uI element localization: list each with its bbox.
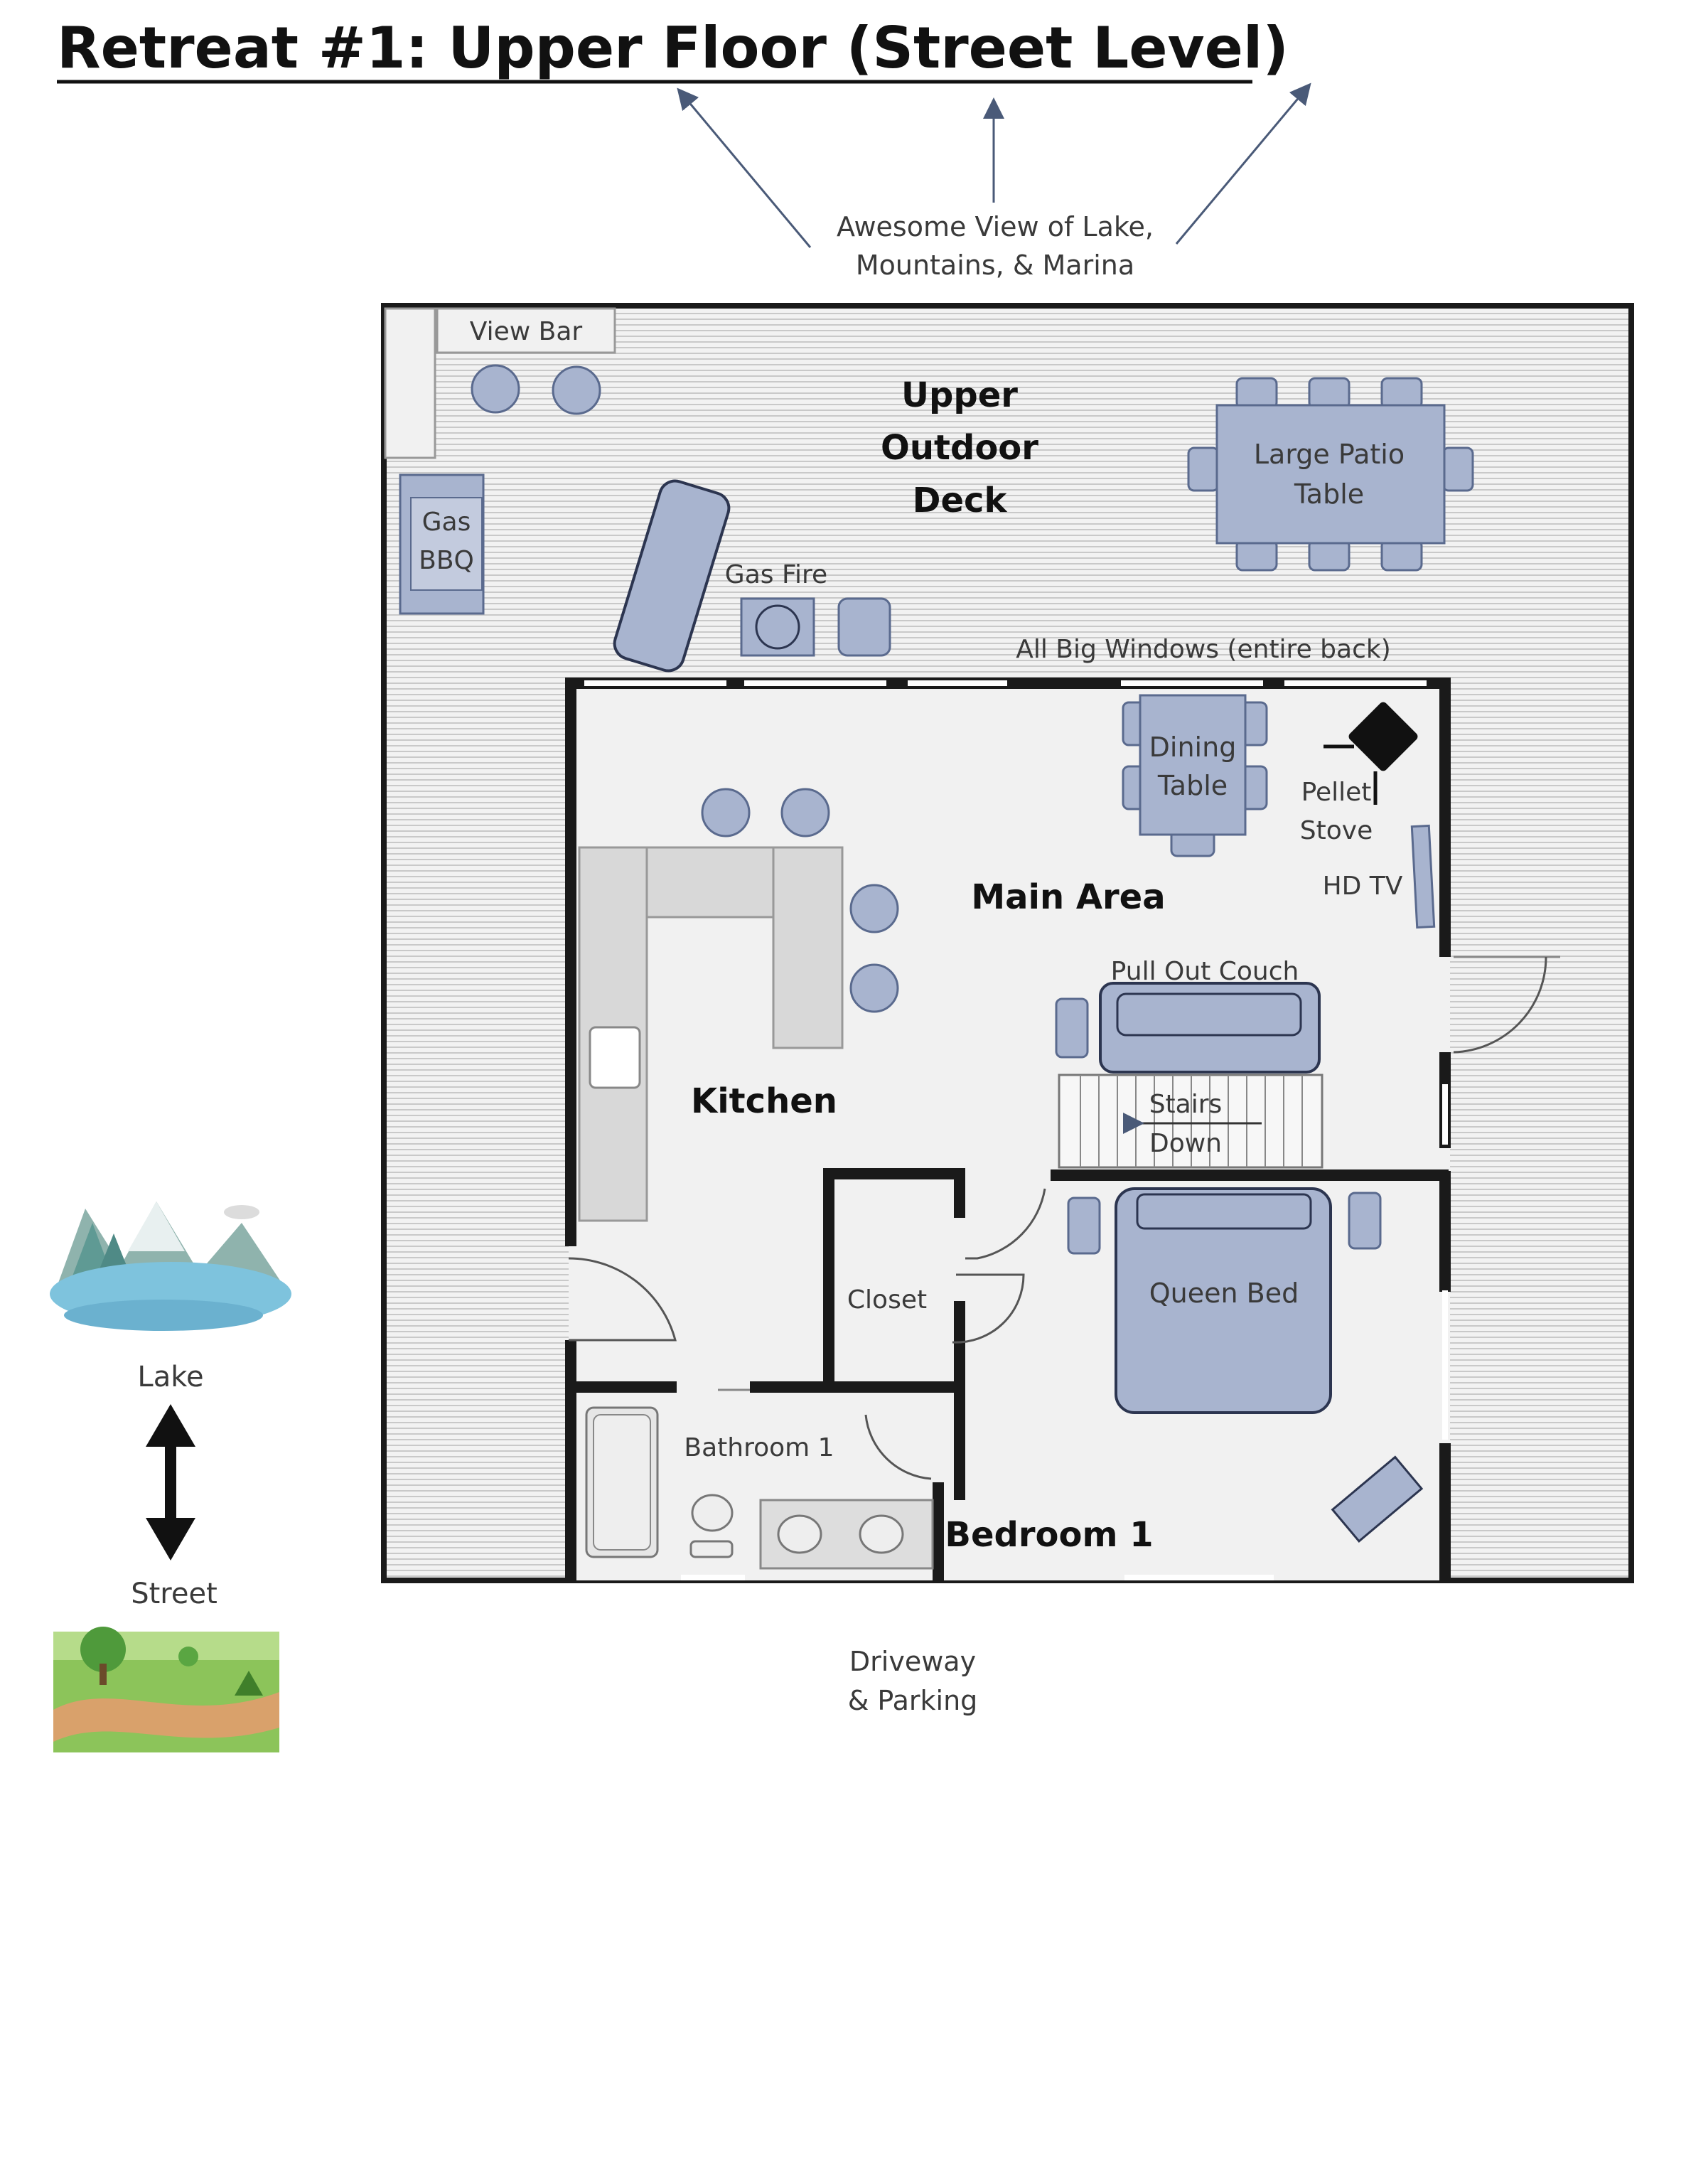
gas-bbq-grill: [410, 497, 483, 591]
patio-table-label-2: Table: [1294, 478, 1364, 510]
front-door-swing[interactable]: [568, 1257, 677, 1342]
patio-chair: [1308, 377, 1351, 410]
gas-bbq-label-1: Gas: [422, 508, 471, 537]
kitchen-stool: [849, 963, 899, 1013]
lounge-chair: [613, 479, 731, 673]
vanity-sink: [777, 1514, 822, 1554]
bathtub-inner: [593, 1414, 651, 1551]
deck-chair: [837, 597, 891, 657]
couch-cushion: [1116, 992, 1302, 1037]
closet-door-swing: [952, 1273, 1025, 1344]
lake-illustration: [50, 1201, 291, 1331]
gas-bbq-label-2: BBQ: [419, 546, 474, 575]
bedroom-door-swing: [965, 1188, 1046, 1260]
bathroom-label: Bathroom 1: [684, 1433, 834, 1462]
dining-table-group: [1122, 694, 1268, 857]
side-door-swing: [1453, 956, 1547, 1054]
page-title: Retreat #1: Upper Floor (Street Level): [57, 15, 1289, 81]
kitchen-sink: [589, 1026, 641, 1089]
couch-label: Pull Out Couch: [1111, 957, 1299, 986]
toilet: [691, 1494, 734, 1532]
view-bar-counter: [384, 307, 436, 459]
toilet-tank: [689, 1540, 734, 1558]
kitchen-stool: [849, 884, 899, 933]
deck-label-1: Upper: [901, 375, 1018, 415]
patio-table-label-1: Large Patio: [1254, 439, 1405, 470]
vanity-sink: [859, 1514, 904, 1554]
bar-stool: [552, 365, 601, 415]
patio-chair: [1380, 539, 1423, 572]
gas-fire-label: Gas Fire: [725, 560, 827, 589]
bedroom-chair: [1331, 1455, 1424, 1543]
driveway-label-2: & Parking: [848, 1685, 978, 1716]
patio-chair: [1235, 539, 1278, 572]
view-note-line2: Mountains, & Marina: [856, 250, 1134, 281]
pellet-stove: [1348, 702, 1418, 771]
vanity: [759, 1499, 934, 1570]
closet-label: Closet: [847, 1285, 927, 1315]
patio-table-group: [1187, 377, 1474, 572]
side-chair: [1055, 997, 1089, 1059]
patio-chair: [1441, 446, 1474, 492]
pellet-label-1: Pellet: [1301, 778, 1372, 807]
back-windows: [584, 680, 1427, 686]
kitchen-stool: [701, 788, 751, 837]
deck-label-3: Deck: [913, 481, 1008, 520]
bathroom-door-swing: [864, 1414, 932, 1480]
dining-label-2: Table: [1157, 770, 1228, 801]
patio-chair: [1380, 377, 1423, 410]
large-patio-table: [1215, 404, 1446, 545]
main-area-label: Main Area: [971, 877, 1165, 917]
kitchen-counters: [578, 846, 844, 1222]
view-bar: [436, 307, 616, 354]
front-window: [681, 1575, 745, 1580]
queen-bed-label: Queen Bed: [1149, 1278, 1299, 1309]
patio-chair: [1187, 446, 1220, 492]
bar-stool: [471, 364, 520, 414]
view-arrows: [677, 82, 1311, 248]
patio-chair: [1308, 539, 1351, 572]
lake-legend-label: Lake: [137, 1361, 203, 1393]
windows-label: All Big Windows (entire back): [1016, 635, 1391, 664]
stairs-label-2: Down: [1149, 1129, 1222, 1158]
hd-tv-label: HD TV: [1323, 872, 1403, 901]
interior-walls: [569, 1168, 1449, 1580]
driveway-label-1: Driveway: [849, 1646, 976, 1677]
street-legend-label: Street: [131, 1578, 218, 1610]
patio-chair: [1235, 377, 1278, 410]
side-window: [1442, 1290, 1448, 1440]
street-illustration: [53, 1627, 279, 1752]
dining-table: [1139, 694, 1247, 836]
kitchen-stool: [780, 788, 830, 837]
kitchen-label: Kitchen: [691, 1081, 837, 1121]
pellet-label-2: Stove: [1300, 816, 1373, 845]
gas-fire-burner: [755, 604, 800, 650]
side-window: [1442, 1084, 1448, 1145]
front-window: [1124, 1575, 1274, 1580]
deck-label-2: Outdoor: [881, 428, 1038, 468]
bed-pillows: [1136, 1193, 1312, 1230]
nightstand: [1067, 1197, 1101, 1255]
nightstand: [1348, 1192, 1382, 1250]
queen-bed: [1115, 1187, 1332, 1414]
view-note-line1: Awesome View of Lake,: [837, 211, 1154, 242]
dining-label-1: Dining: [1149, 732, 1237, 763]
stairs-label-1: Stairs: [1149, 1090, 1223, 1119]
hd-tv: [1410, 824, 1436, 929]
stairs: [1058, 1074, 1323, 1169]
lake-street-arrow: [146, 1404, 195, 1561]
view-bar-label: View Bar: [470, 317, 583, 346]
bedroom-label: Bedroom 1: [945, 1515, 1153, 1555]
